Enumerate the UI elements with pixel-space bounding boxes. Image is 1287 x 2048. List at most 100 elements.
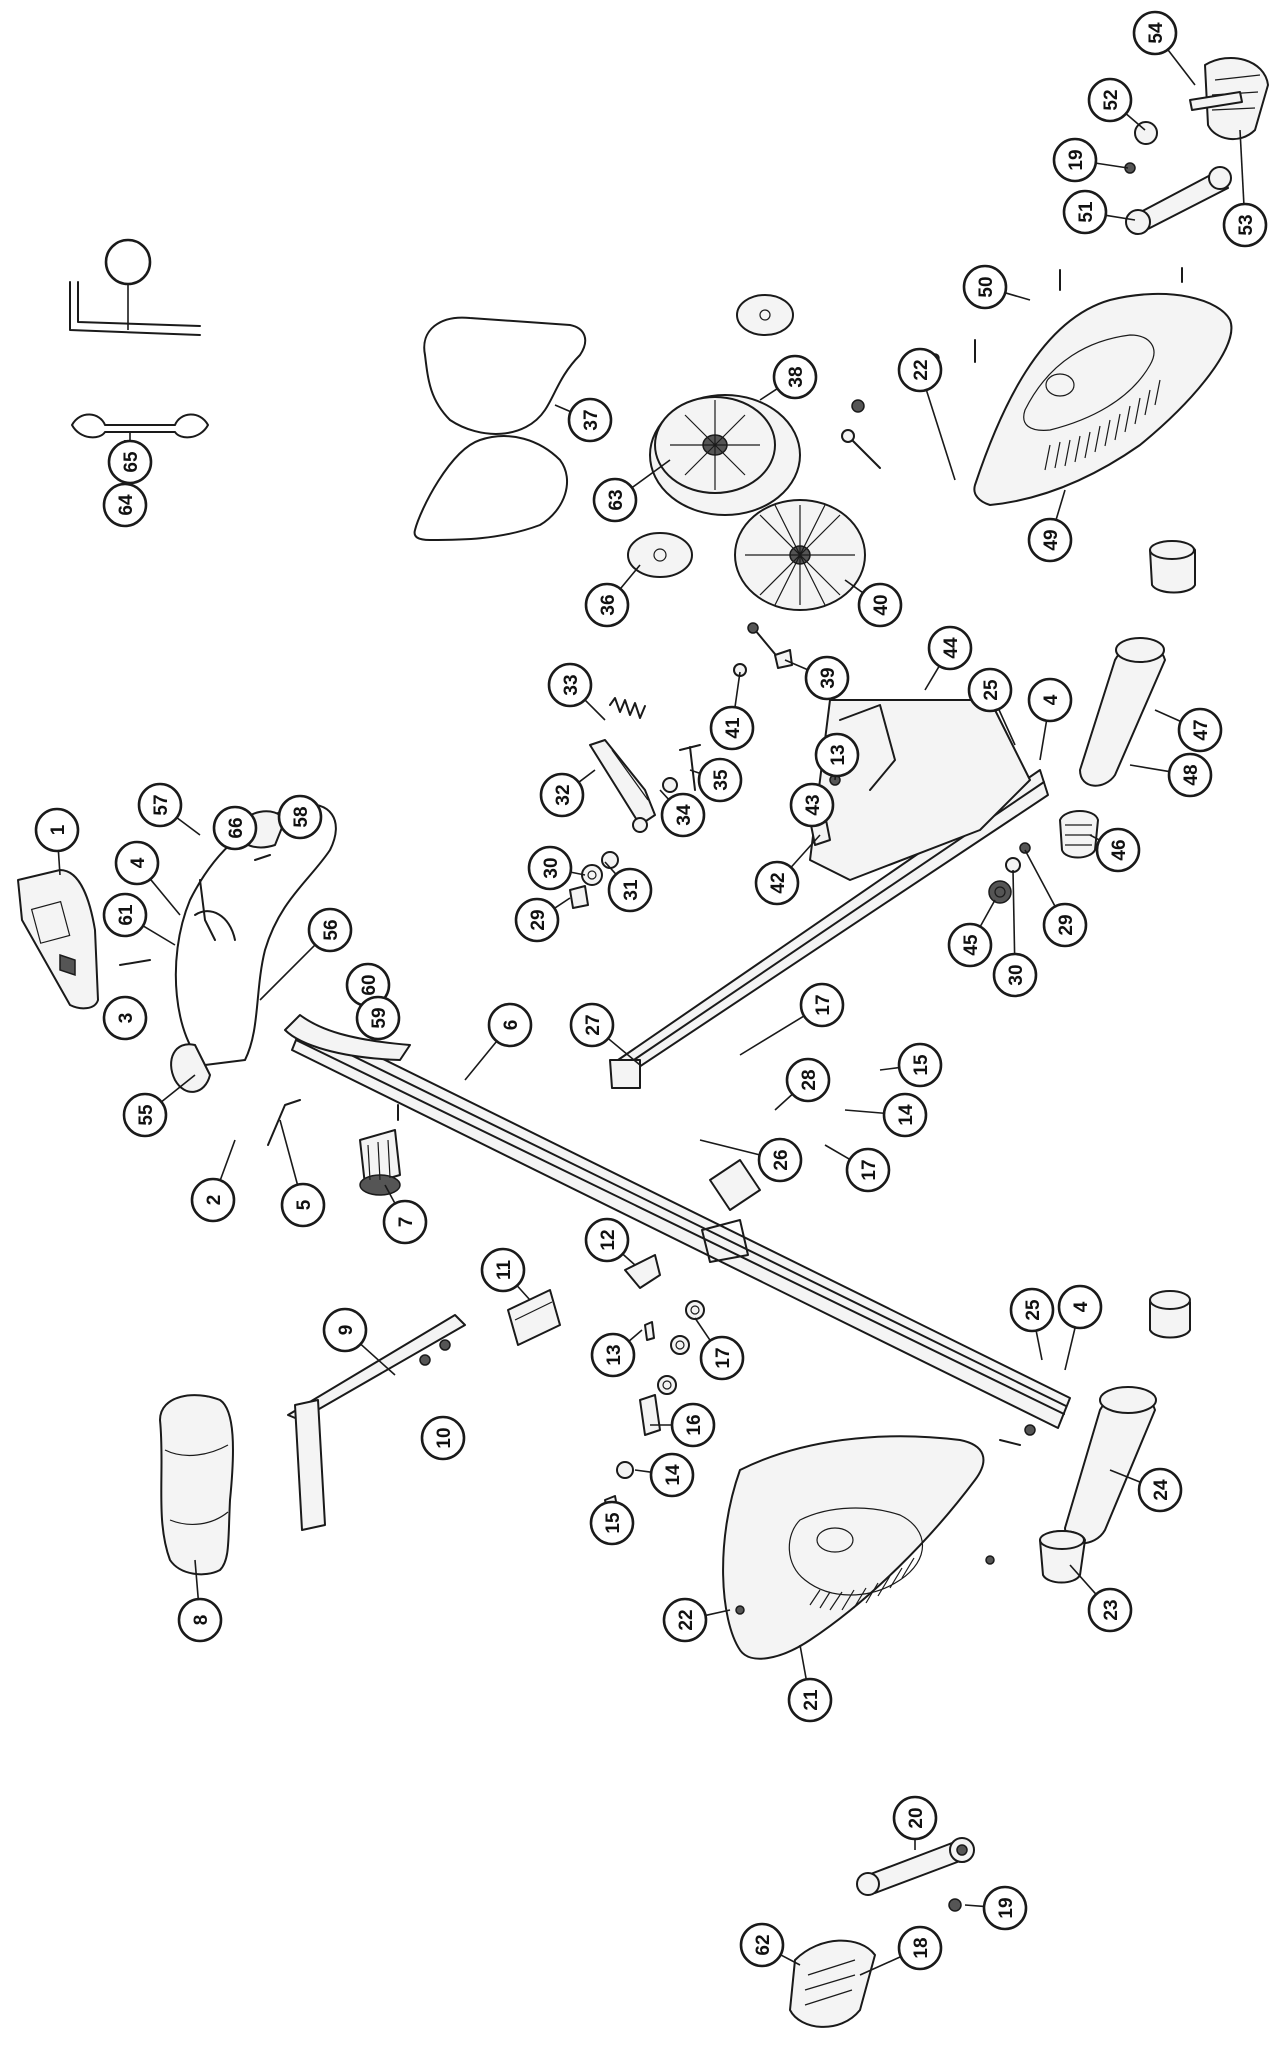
callout-leader-line — [780, 1954, 801, 1966]
callout-circle — [34, 807, 80, 853]
callout-leader-line — [622, 1253, 636, 1266]
callout-number: 17 — [713, 1347, 734, 1368]
callout-number: 47 — [1191, 719, 1212, 740]
callout-number: 28 — [799, 1069, 820, 1090]
callout-number: 57 — [151, 794, 172, 815]
callout-circle — [892, 1795, 938, 1841]
callout-number: 6 — [501, 1020, 522, 1031]
callout-circle — [589, 1500, 635, 1546]
callout-number: 66 — [226, 817, 247, 838]
callout-leader-line — [619, 564, 641, 590]
callout-circle — [754, 860, 800, 906]
callout-circle — [527, 845, 573, 891]
callout-5: 5 — [280, 1182, 326, 1228]
callout-20: 20 — [892, 1795, 938, 1841]
callout-circle — [670, 1402, 716, 1448]
callout-circle — [177, 1597, 223, 1643]
callout-circle — [1027, 517, 1073, 563]
callout-number: 14 — [663, 1464, 684, 1486]
callout-number: 19 — [996, 1897, 1017, 1918]
callout-4: 4 — [114, 840, 160, 886]
callout-30: 30 — [527, 845, 573, 891]
callout-circle — [1042, 902, 1088, 948]
callout-number: 19 — [1066, 149, 1087, 170]
callout-leader-line — [774, 1093, 793, 1111]
callout-circle — [799, 982, 845, 1028]
callout-circle — [1222, 202, 1268, 248]
mount-plates — [627, 294, 794, 578]
callout-number: 30 — [541, 857, 562, 878]
bolt-parts-mid — [733, 399, 881, 677]
callout-leader-line — [844, 579, 864, 594]
callout-number: 29 — [1056, 914, 1077, 935]
callout-63: 63 — [592, 477, 638, 523]
callout-17: 17 — [845, 1147, 891, 1193]
callout-36: 36 — [584, 582, 630, 628]
callout-34: 34 — [660, 792, 706, 838]
callout-circle — [514, 897, 560, 943]
callout-3: 3 — [102, 995, 148, 1041]
callout-44: 44 — [927, 625, 973, 671]
callout-leader-line — [799, 1644, 808, 1680]
callout-number: 63 — [606, 489, 627, 510]
callout-circle — [487, 1002, 533, 1048]
callout-number: 26 — [771, 1149, 792, 1170]
callout-41: 41 — [709, 705, 755, 751]
callout-empty — [104, 238, 152, 330]
callout-number: 65 — [121, 451, 142, 473]
callout-leader-line — [554, 897, 571, 910]
callout-number: 13 — [604, 1344, 625, 1365]
callout-22: 22 — [897, 347, 943, 393]
seat-post-part — [287, 1314, 466, 1531]
callout-leader-line — [997, 708, 1016, 746]
callout-leader-line — [160, 1074, 196, 1103]
callout-43: 43 — [789, 782, 835, 828]
callout-number: 52 — [1101, 89, 1122, 110]
callout-57: 57 — [137, 782, 183, 828]
callout-number: 44 — [941, 637, 962, 659]
callout-49: 49 — [1027, 517, 1073, 563]
callout-leader-line — [1035, 1330, 1043, 1361]
callout-33: 33 — [547, 662, 593, 708]
callout-number: 54 — [1146, 22, 1167, 44]
callout-47: 47 — [1177, 707, 1223, 753]
callout-circle — [212, 805, 258, 851]
callout-2: 2 — [190, 1177, 236, 1223]
callout-number: 40 — [871, 594, 892, 615]
callout-number: 22 — [676, 1609, 697, 1630]
callout-circle — [1027, 677, 1073, 723]
callout-leader-line — [879, 1066, 900, 1071]
callout-leader-line — [628, 1329, 643, 1342]
callout-59: 59 — [355, 995, 401, 1041]
callout-number: 59 — [369, 1007, 390, 1028]
callout-28: 28 — [785, 1057, 831, 1103]
callout-leader-line — [604, 861, 617, 875]
callout-62: 62 — [739, 1922, 785, 1968]
callout-17: 17 — [799, 982, 845, 1028]
callout-number: 14 — [896, 1104, 917, 1126]
callout-circle — [420, 1415, 466, 1461]
callout-22: 22 — [662, 1597, 708, 1643]
callout-leader-line — [219, 1139, 236, 1181]
callout-leader-line — [1004, 292, 1031, 301]
callout-circle — [607, 867, 653, 913]
parts-drawing — [17, 56, 1269, 2028]
callout-number: 60 — [359, 974, 380, 995]
callout-circle — [277, 794, 323, 840]
callout-number: 34 — [674, 804, 695, 826]
callout-number: 58 — [291, 806, 312, 827]
callout-number: 48 — [1181, 764, 1202, 785]
callout-circle — [355, 995, 401, 1041]
callout-leader-line — [578, 769, 596, 783]
sleeve-part — [507, 1289, 561, 1346]
callout-leader-line — [790, 834, 821, 868]
callout-13: 13 — [590, 1332, 636, 1378]
callout-circle — [122, 1092, 168, 1138]
callout-56: 56 — [307, 907, 353, 953]
callout-circle — [584, 582, 630, 628]
callout-1: 1 — [34, 807, 80, 853]
callout-51: 51 — [1062, 189, 1108, 235]
upper-frame-part — [609, 699, 1049, 1089]
callout-26: 26 — [757, 1137, 803, 1183]
